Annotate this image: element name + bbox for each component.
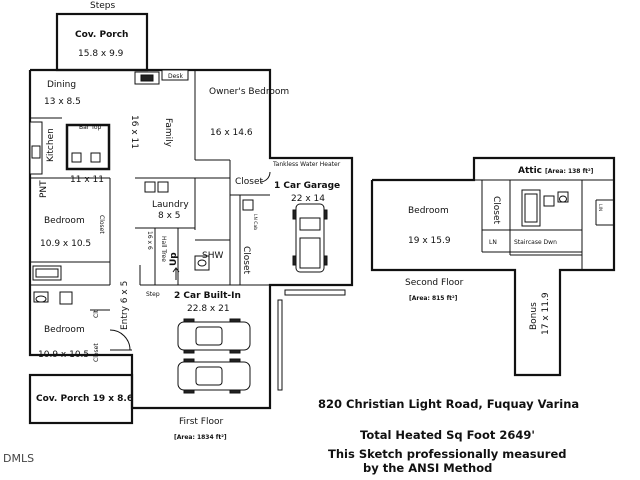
garage-1-label: 1 Car Garage [274, 181, 340, 191]
truck-icon [292, 203, 328, 273]
entry-label: Entry 6 x 5 [120, 281, 130, 330]
laundry-label: Laundry [152, 200, 189, 210]
dining-size: 13 x 8.5 [44, 97, 81, 107]
closet-owner-label: Closet [235, 177, 264, 187]
first-floor-label: First Floor [179, 417, 223, 427]
cov-porch-top-size: 15.8 x 9.9 [78, 49, 124, 59]
second-floor-label: Second Floor [405, 278, 464, 288]
bonus-size: 17 x 11.9 [541, 292, 551, 335]
garage-2-size: 22.8 x 21 [187, 304, 230, 314]
ansi-line2-label: by the ANSI Method [363, 461, 492, 475]
tankless-label: Tankless Water Heater [272, 161, 341, 168]
hall-size: 16 x 6 [146, 231, 153, 250]
shw-label: SHW [202, 251, 223, 261]
water-heater-icon [242, 199, 254, 211]
owners-bedroom-size: 16 x 14.6 [210, 128, 253, 138]
owners-bedroom-label-line: Owner's Bedroom [209, 87, 289, 97]
family-size: 16 x 11 [129, 115, 139, 149]
closet-small-1-label: Closet [98, 215, 105, 234]
second-floor-outline [370, 156, 616, 377]
bar-top-label: Bar Top [79, 124, 101, 131]
desk-label: Desk [168, 73, 183, 80]
address-label: 820 Christian Light Road, Fuquay Varina [318, 397, 579, 411]
laundry-size: 8 x 5 [158, 211, 181, 221]
dining-label: Dining [47, 80, 76, 90]
clt-label: Clt [93, 309, 100, 318]
cov-porch-bottom-outline [28, 373, 134, 425]
cov-porch-top-outline [55, 12, 149, 72]
ln-up-label: LN [489, 239, 497, 246]
lin-up-label: LIN [597, 204, 603, 211]
bedroom-1-label: Bedroom [44, 216, 85, 226]
first-floor-area: [Area: 1834 ft²] [174, 434, 227, 441]
car-icon-top [177, 318, 251, 354]
first-floor-plan [28, 12, 354, 425]
bedroom-1-size: 10.9 x 10.5 [40, 239, 91, 249]
kitchen-size: 11 x 11 [70, 175, 104, 185]
garage-1-size: 22 x 14 [291, 194, 325, 204]
garage-2-label: 2 Car Built-In [174, 291, 241, 301]
washer-icon [144, 181, 156, 193]
dryer-icon [157, 181, 169, 193]
total-sqft-label: Total Heated Sq Foot 2649' [360, 428, 535, 442]
family-label: Family [163, 118, 173, 148]
lin-cab-label: LN Cab [252, 214, 258, 230]
attic-area: [Area: 138 ft²] [545, 168, 594, 175]
step-label: Step [146, 291, 160, 298]
bedroom-up-size: 19 x 15.9 [408, 236, 451, 246]
steps-label: Steps [90, 1, 115, 11]
bonus-label: Bonus [529, 302, 539, 330]
bedroom-2-size: 10.9 x 10.5 [38, 350, 89, 360]
second-floor-area: [Area: 815 ft²] [409, 295, 458, 302]
hall-tree-label: Hall Tree [160, 236, 167, 262]
pnt-label: PNT [39, 180, 49, 198]
sink-icon [59, 291, 73, 305]
closet-small-2-label: Closet [93, 343, 100, 362]
bedroom-up-label: Bedroom [408, 206, 449, 216]
cov-porch-top-label: Cov. Porch [75, 30, 128, 40]
kitchen-label: Kitchen [46, 128, 56, 162]
cov-porch-bottom-label: Cov. Porch 19 x 8.6 [36, 394, 133, 404]
closet-up-label: Closet [491, 196, 501, 225]
second-floor-plan [370, 156, 616, 377]
closet-owner-2-label: Closet [241, 246, 251, 275]
upstairs-sink-icon [543, 195, 555, 207]
staircase-label: Staircase Dwn [514, 239, 557, 246]
up-label: Up [169, 252, 179, 266]
bedroom-2-label: Bedroom [44, 325, 85, 335]
kitchen-island [65, 123, 111, 171]
ansi-line1-label: This Sketch professionally measured [328, 447, 567, 461]
watermark-label: DMLS [3, 452, 34, 465]
attic-label: Attic [518, 166, 542, 176]
car-icon-bottom [177, 358, 251, 394]
